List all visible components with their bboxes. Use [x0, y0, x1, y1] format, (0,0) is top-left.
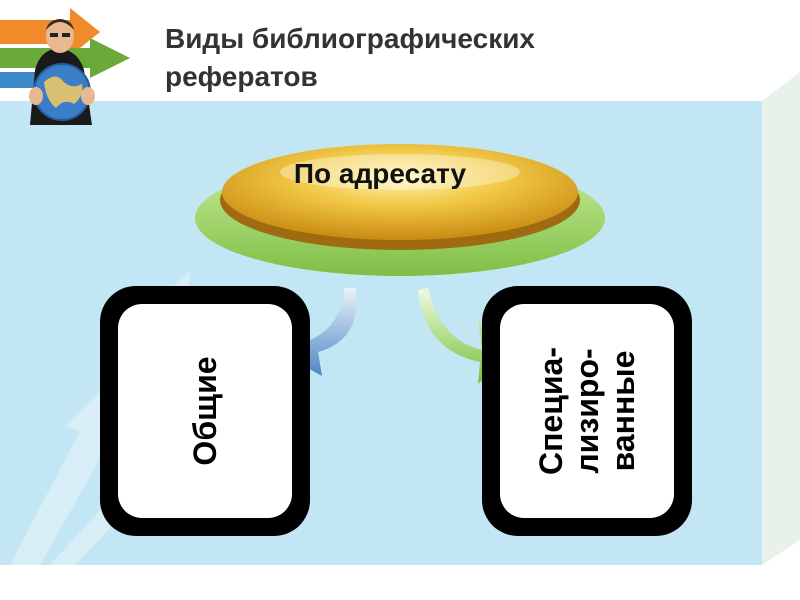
title-line-2: рефератов	[165, 61, 318, 92]
child-box-specialized: Специа- лизиро- ванные	[482, 286, 692, 536]
child-label-specialized: Специа- лизиро- ванные	[533, 346, 641, 476]
child-label-general: Общие	[187, 356, 223, 466]
title-line-1: Виды библиографических	[165, 23, 535, 54]
root-label: По адресату	[293, 158, 467, 189]
root-oval	[195, 144, 605, 276]
slide-title: Виды библиографических рефератов	[165, 20, 725, 96]
businessman-globe-icon	[0, 8, 130, 125]
child-box-general: Общие	[100, 286, 310, 536]
